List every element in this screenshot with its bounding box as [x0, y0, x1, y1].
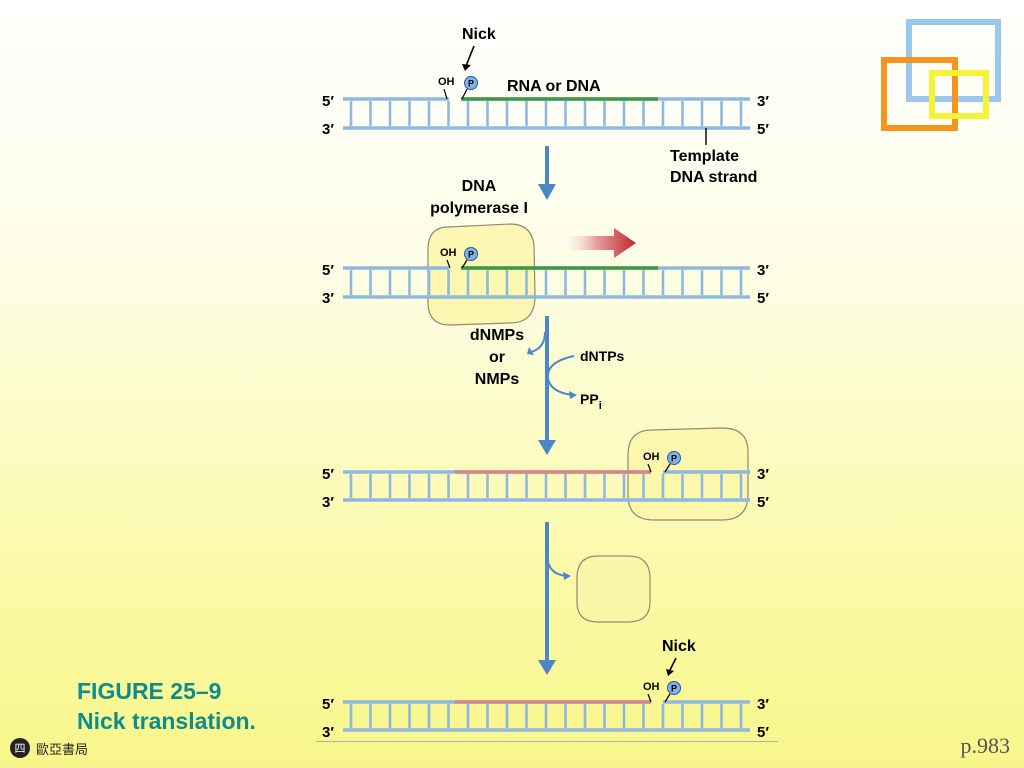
ppi-subscript: i	[599, 400, 602, 412]
dna-duplexes	[343, 97, 750, 732]
oh-bond	[647, 463, 652, 473]
dna-polymerase-enzyme-2	[627, 427, 749, 521]
process-arrow-3	[538, 522, 556, 675]
end-label: 3′	[757, 466, 769, 483]
nick-marker-step2: OH P	[440, 247, 478, 269]
phosphate-icon	[667, 451, 681, 465]
publisher-name: 歐亞書局	[36, 742, 89, 758]
publisher-mark: 四 歐亞書局	[10, 738, 88, 758]
template-label-line1: Template	[670, 148, 739, 165]
dntps-label: dNTPs	[580, 348, 625, 364]
end-label: 3′	[757, 262, 769, 279]
dna-duplex-4	[343, 700, 750, 732]
ppi-main: PP	[580, 391, 599, 407]
dntp-incorporation-curve	[546, 355, 575, 396]
enzyme-release-curve	[546, 557, 567, 577]
phosphate-label: P	[671, 454, 677, 464]
deco-square-orange	[881, 57, 958, 131]
dna-duplex-1	[343, 97, 750, 130]
end-label: 3′	[322, 494, 334, 511]
deco-square-yellow	[929, 70, 989, 119]
dna-polymerase-enzyme-1	[427, 223, 536, 326]
end-label: 3′	[322, 724, 334, 741]
dnmp-release-curve	[530, 331, 546, 353]
dna-duplex-2	[343, 266, 750, 299]
oh-bond	[647, 693, 652, 703]
end-label: 5′	[322, 696, 334, 713]
phosphate-label: P	[468, 79, 474, 89]
dnmp-release-arrowhead	[527, 347, 534, 355]
figure-caption-text: Nick translation.	[77, 708, 256, 734]
end-label: 3′	[322, 290, 334, 307]
nick-marker-step4: Nick OH P	[643, 638, 696, 703]
dnmps-label-line1: dNMPs	[470, 327, 524, 344]
decorative-squares	[881, 19, 1001, 131]
end-label: 5′	[757, 724, 769, 741]
end-label: 3′	[757, 93, 769, 110]
nick-marker-step3: OH P	[643, 451, 681, 473]
nick-label: Nick	[662, 638, 696, 655]
end-label: 5′	[757, 290, 769, 307]
nick-label: Nick	[462, 26, 496, 43]
ppi-label: PPi	[580, 391, 602, 412]
dnmps-label-line3: NMPs	[475, 371, 520, 388]
nick-pointer-arrowhead	[462, 64, 471, 71]
phosphate-bond	[461, 259, 468, 269]
phosphate-label: P	[468, 250, 474, 260]
strand-end-labels: 5′ 3′ 3′ 5′ 5′ 3′ 3′ 5′ 5′ 3′ 3′ 5′ 5′ 3…	[322, 93, 769, 741]
end-label: 5′	[322, 466, 334, 483]
end-label: 5′	[757, 494, 769, 511]
phosphate-bond	[461, 88, 468, 100]
direction-arrow-red	[563, 228, 636, 258]
nick-marker-step1: Nick OH P	[438, 26, 496, 100]
page-number: p.983	[960, 733, 1011, 758]
process-arrow-2	[538, 316, 556, 455]
footer-divider	[316, 741, 778, 742]
phosphate-icon	[464, 247, 478, 261]
nick-pointer-arrow	[465, 45, 475, 67]
phosphate-bond	[664, 463, 671, 473]
dna-polymerase-label-line2: polymerase I	[430, 200, 528, 217]
dntp-incorporation-arrowhead	[569, 391, 577, 399]
end-label: 5′	[322, 93, 334, 110]
released-enzyme	[576, 555, 651, 623]
enzyme-release-arrowhead	[563, 572, 571, 580]
oh-label: OH	[438, 76, 455, 88]
rna-or-dna-label: RNA or DNA	[507, 78, 601, 95]
nick-pointer-arrowhead	[666, 669, 674, 676]
dna-duplex-3	[343, 470, 750, 502]
dna-polymerase-label-line1: DNA	[462, 178, 497, 195]
end-label: 5′	[757, 121, 769, 138]
process-arrow-1	[538, 146, 556, 200]
end-label: 3′	[757, 696, 769, 713]
dnmps-label-line2: or	[489, 349, 505, 366]
oh-label: OH	[643, 451, 660, 463]
phosphate-icon	[667, 681, 681, 695]
nick-pointer-arrow	[669, 657, 677, 671]
end-label: 5′	[322, 262, 334, 279]
publisher-logo-icon: 四	[10, 738, 30, 758]
template-label-line2: DNA strand	[670, 169, 757, 186]
oh-bond	[443, 88, 448, 100]
oh-label: OH	[440, 247, 457, 259]
phosphate-icon	[464, 76, 478, 90]
end-label: 3′	[322, 121, 334, 138]
oh-bond	[446, 259, 451, 269]
phosphate-bond	[664, 693, 671, 703]
figure-caption-title: FIGURE 25–9	[77, 678, 222, 704]
oh-label: OH	[643, 681, 660, 693]
phosphate-label: P	[671, 684, 677, 694]
